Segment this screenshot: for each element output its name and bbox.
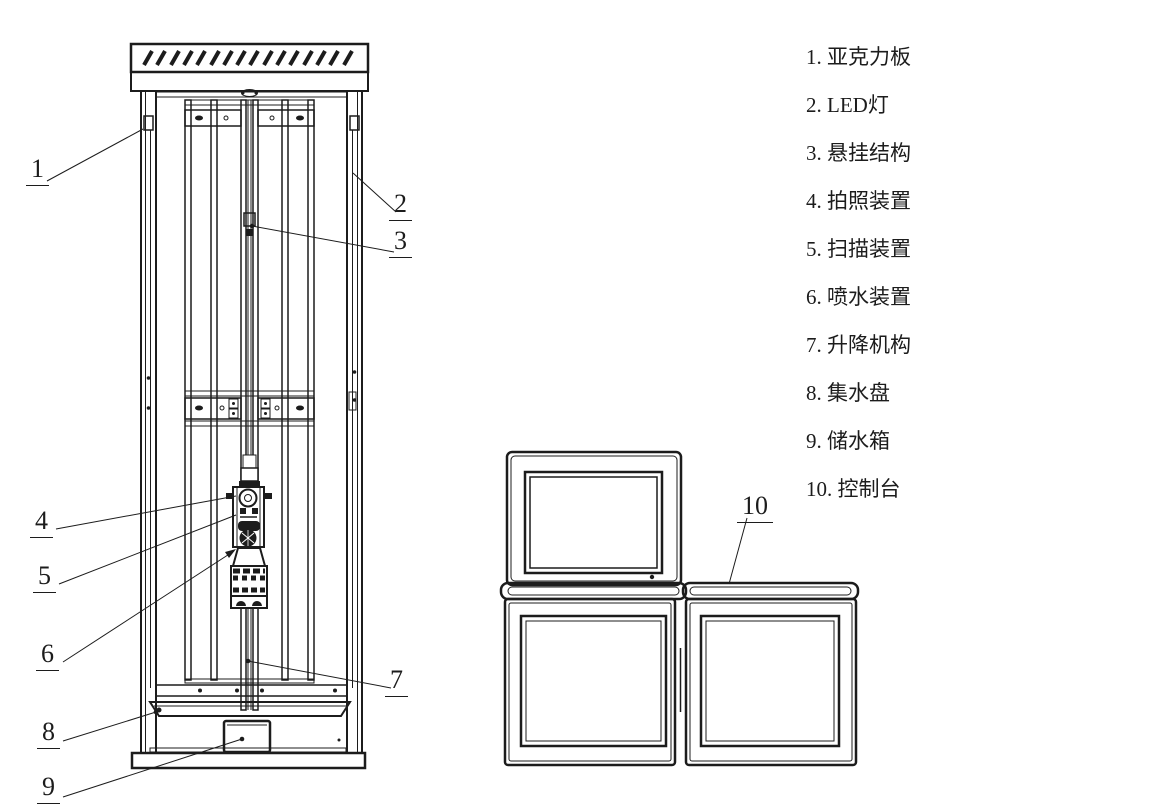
callout-label-7: 7	[385, 667, 408, 697]
lifting-column	[240, 89, 259, 711]
legend-item-4: 4. 拍照装置	[806, 189, 911, 213]
leader-4	[55, 495, 237, 530]
leader-1	[46, 128, 144, 182]
cabinet-vent-cap	[129, 42, 370, 98]
leader-2	[352, 172, 397, 213]
cabinet-base	[130, 719, 367, 770]
leader-lines	[46, 128, 748, 798]
legend-item-6: 6. 喷水装置	[806, 285, 911, 309]
leader-7	[247, 660, 392, 689]
cabinet-front-view	[129, 42, 370, 770]
leader-3	[251, 225, 395, 253]
water-spray-device	[230, 547, 268, 609]
callout-label-9: 9	[37, 774, 60, 804]
leader-6	[62, 550, 235, 663]
control-console-view	[499, 450, 860, 767]
base-plinth	[130, 751, 367, 770]
cabinet-frame-posts	[140, 90, 363, 754]
legend-item-1: 1. 亚克力板	[806, 45, 911, 69]
scanner-device	[238, 508, 260, 531]
leader-10	[728, 517, 748, 585]
legend-item-8: 8. 集水盘	[806, 381, 890, 405]
legend-item-3: 3. 悬挂结构	[806, 141, 911, 165]
fan-device	[239, 529, 257, 547]
bottom-cross-brackets	[155, 678, 348, 697]
hanging-structure	[243, 212, 256, 236]
leader-8	[62, 711, 157, 742]
callout-label-6: 6	[36, 641, 59, 671]
legend-item-7: 7. 升降机构	[806, 333, 911, 357]
callout-label-3: 3	[389, 228, 412, 258]
legend-item-2: 2. LED灯	[806, 93, 889, 117]
console-monitor	[505, 450, 683, 587]
legend-item-10: 10. 控制台	[806, 477, 901, 501]
callout-label-10: 10	[737, 493, 773, 523]
water-collection-tray	[148, 701, 352, 717]
leader-9	[62, 738, 243, 798]
monitor-power-dot	[649, 574, 655, 580]
legend-item-9: 9. 储水箱	[806, 429, 890, 453]
top-cross-brackets	[184, 99, 315, 127]
console-right-cabinet	[684, 597, 858, 767]
console-left-cabinet	[503, 597, 677, 767]
water-storage-tank	[222, 719, 272, 754]
led-strips	[143, 115, 360, 688]
callout-label-2: 2	[389, 191, 412, 221]
parts-legend: 1. 亚克力板 2. LED灯 3. 悬挂结构 4. 拍照装置 5. 扫描装置 …	[806, 46, 911, 526]
monitor-screen	[523, 470, 664, 575]
middle-cross-brackets	[146, 370, 357, 427]
callout-label-4: 4	[30, 508, 53, 538]
callout-label-1: 1	[26, 156, 49, 186]
leader-5	[58, 514, 237, 585]
legend-item-5: 5. 扫描装置	[806, 237, 911, 261]
device-carriage	[226, 454, 272, 548]
callout-label-5: 5	[33, 563, 56, 593]
camera-device	[226, 488, 272, 508]
callout-label-8: 8	[37, 719, 60, 749]
